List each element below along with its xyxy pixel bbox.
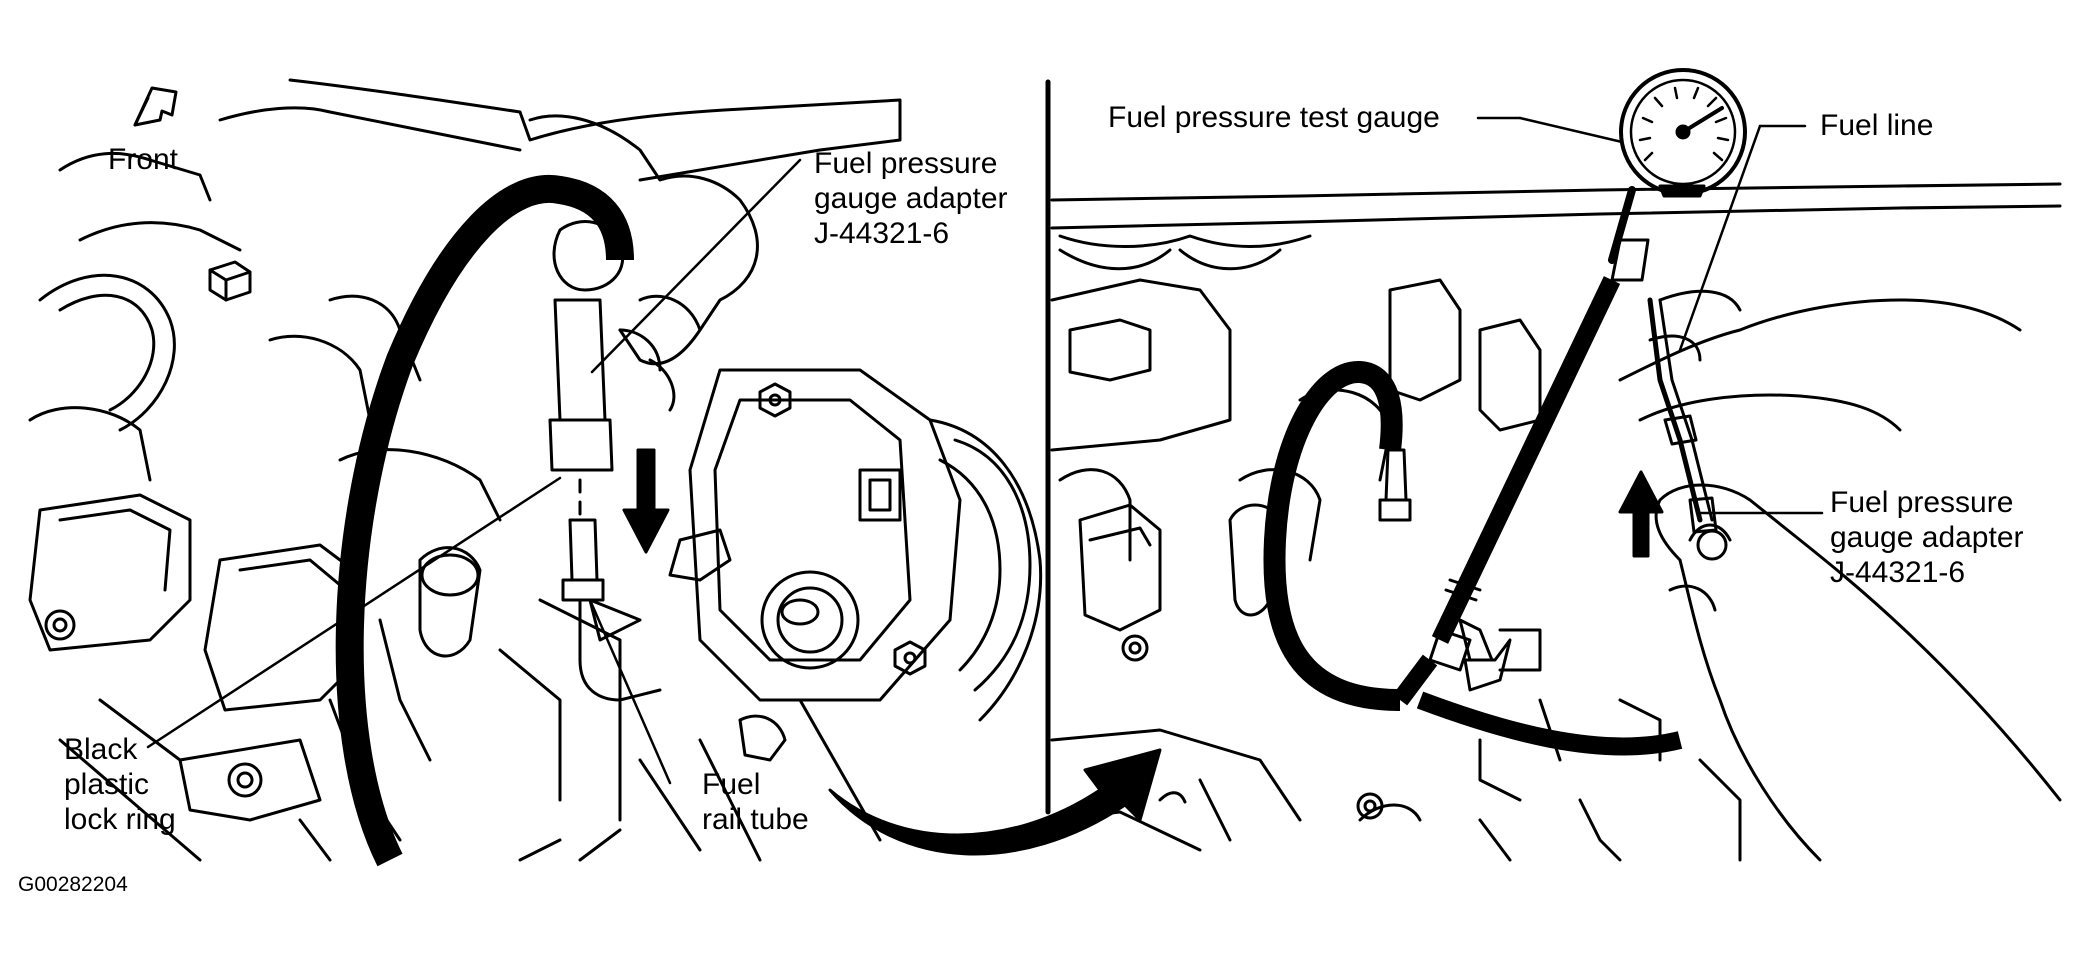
right-adapter-label-line-3: J-44321-6 xyxy=(1830,556,1966,589)
front-direction-arrow-icon xyxy=(133,86,178,127)
front-label: Front xyxy=(108,142,178,177)
right-adapter-label-line-2: gauge adapter xyxy=(1830,521,2024,554)
left-adapter-label: Fuel pressure gauge adapter J-44321-6 xyxy=(814,146,1008,251)
install-direction-arrow-icon xyxy=(622,448,670,554)
bolt-icon xyxy=(893,640,927,676)
right-engine-bay xyxy=(1050,68,2062,862)
test-gauge-label-text: Fuel pressure test gauge xyxy=(1108,101,1440,134)
left-adapter-label-line-1: Fuel pressure xyxy=(814,147,998,180)
test-gauge-label: Fuel pressure test gauge xyxy=(1108,100,1440,135)
bolt-icon xyxy=(758,382,792,418)
right-adapter-label-line-1: Fuel pressure xyxy=(1830,486,2014,519)
fuel-line-label: Fuel line xyxy=(1820,108,1933,143)
right-adapter-label: Fuel pressure gauge adapter J-44321-6 xyxy=(1830,485,2024,590)
lock-ring-label-line-2: plastic xyxy=(64,768,150,801)
figure-id: G00282204 xyxy=(18,873,128,897)
figure-id-text: G00282204 xyxy=(18,873,128,896)
lock-ring-label: Black plastic lock ring xyxy=(64,732,176,837)
connect-direction-arrow-icon xyxy=(1618,470,1664,558)
rail-tube-label-line-1: Fuel xyxy=(702,768,761,801)
lock-ring-label-line-3: lock ring xyxy=(64,803,176,836)
pressure-gauge-icon xyxy=(1619,68,1747,198)
rail-tube-label: Fuel rail tube xyxy=(702,767,809,837)
lock-ring-label-line-1: Black xyxy=(64,733,138,766)
left-adapter-label-line-3: J-44321-6 xyxy=(814,217,950,250)
left-engine-bay xyxy=(28,78,1043,867)
left-adapter-label-line-2: gauge adapter xyxy=(814,182,1008,215)
rail-tube-label-line-2: rail tube xyxy=(702,803,809,836)
fuel-line-label-text: Fuel line xyxy=(1820,109,1934,142)
transition-arrow-icon xyxy=(828,748,1162,856)
front-label-text: Front xyxy=(108,143,179,176)
